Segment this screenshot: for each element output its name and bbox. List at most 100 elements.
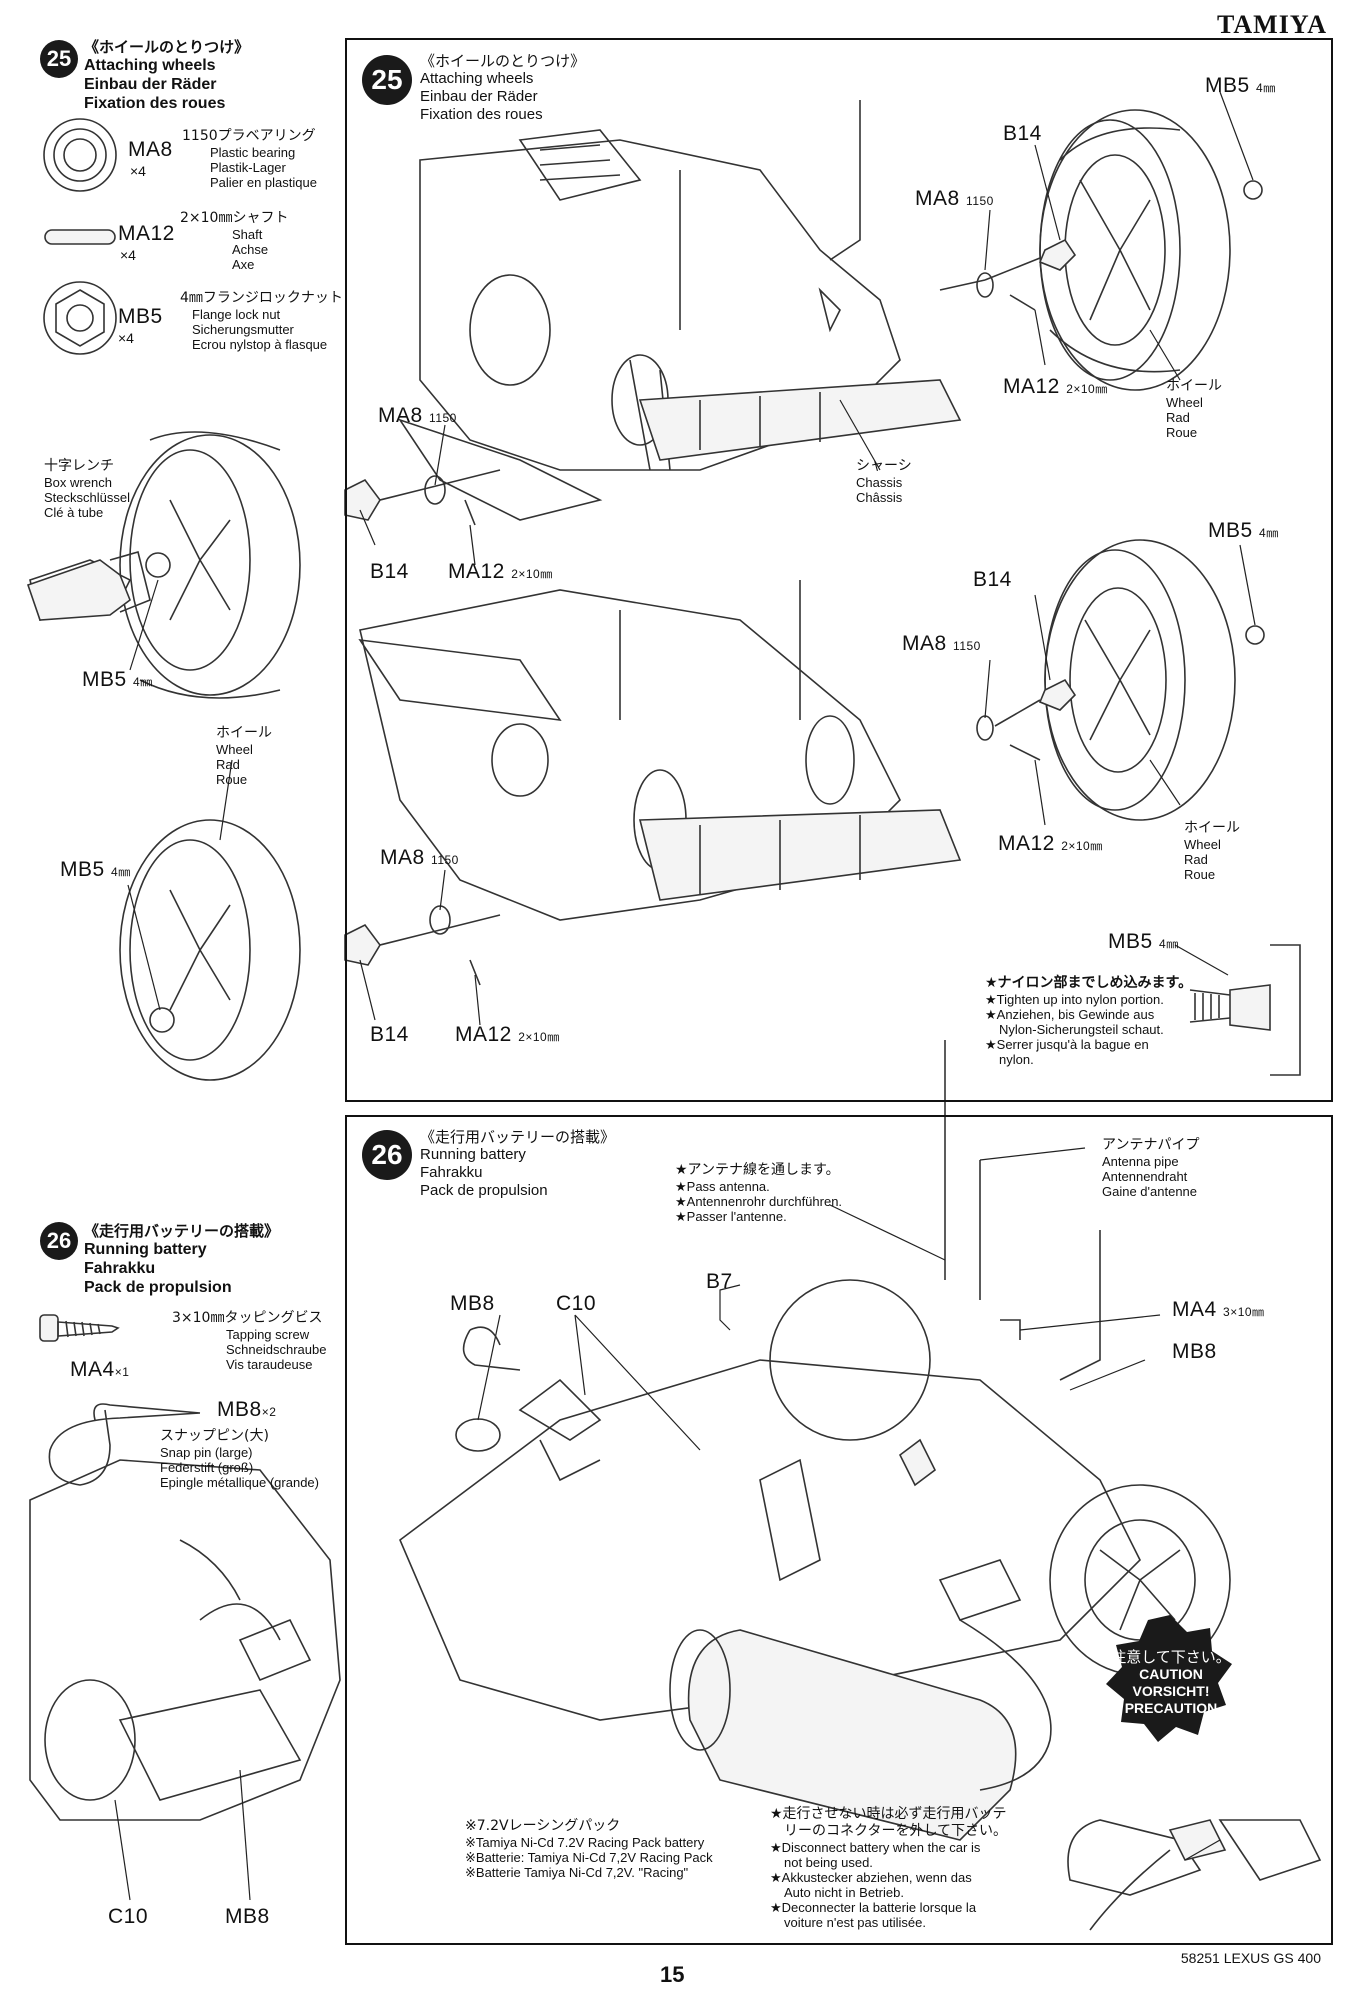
label-ma8-size: 1150 xyxy=(953,639,981,653)
wheel-label-en: Wheel xyxy=(216,742,253,757)
antenna-pipe-fr: Gaine d'antenne xyxy=(1102,1184,1198,1199)
nylon-note-de-2: Nylon-Sicherungsteil schaut. xyxy=(999,1022,1164,1037)
step-26-side-jp: 《走行用バッテリーの搭載》 xyxy=(84,1222,280,1240)
label-ma12-text: MA12 xyxy=(448,560,505,583)
battery-pack-en: ※Tamiya Ni-Cd 7.2V Racing Pack battery xyxy=(465,1835,705,1850)
disconnect-en-1: ★Disconnect battery when the car is xyxy=(770,1840,981,1855)
label-mb5-size: 4㎜ xyxy=(1159,937,1179,951)
pass-antenna-en: ★Pass antenna. xyxy=(675,1179,770,1194)
label-ma8-text: MA8 xyxy=(378,404,423,427)
step-25-main-en: Attaching wheels xyxy=(420,70,534,87)
pass-antenna-jp: ★アンテナ線を通します。 xyxy=(675,1162,840,1178)
disconnect-en-2: not being used. xyxy=(784,1855,873,1870)
hand-disconnect-drawing xyxy=(1067,1819,1322,1931)
part-ma12-en: Shaft xyxy=(232,227,263,242)
label-b14-upper-left: B14 xyxy=(370,560,409,583)
disconnect-jp-2: リーのコネクターを外して下さい。 xyxy=(784,1823,1008,1839)
caution-en: CAUTION xyxy=(1139,1666,1203,1682)
antenna-pipe-en: Antenna pipe xyxy=(1102,1154,1179,1169)
step-25-side-jp: 《ホイールのとりつけ》 xyxy=(84,38,250,56)
step-26-side-number: 26 xyxy=(40,1222,78,1260)
wheel-label-de: Rad xyxy=(1166,410,1190,425)
tapping-screw-fr: Vis taraudeuse xyxy=(226,1357,313,1372)
step-25-side-de: Einbau der Räder xyxy=(84,76,217,93)
wheel-label-fr: Roue xyxy=(1166,425,1198,440)
step-25-side-fr: Fixation des roues xyxy=(84,95,226,112)
antenna-pipe-label: アンテナパイプ Antenna pipe Antennendraht Gaine… xyxy=(1102,1137,1199,1199)
label-ma4-main: MA4 3×10㎜ xyxy=(1172,1298,1265,1322)
part-mb5-desc: 4㎜フランジロックナット Flange lock nut Sicherungsm… xyxy=(180,290,343,352)
label-ma8-text: MA8 xyxy=(380,846,425,869)
step-26-main-jp: 《走行用バッテリーの搭載》 xyxy=(420,1128,616,1146)
wheel-label-en: Wheel xyxy=(1184,837,1221,852)
disconnect-de-1: ★Akkustecker abziehen, wenn das xyxy=(770,1870,972,1885)
wheel-drawing-lower-left xyxy=(119,819,501,1081)
label-ma8-size: 1150 xyxy=(431,853,459,867)
nylon-note-jp: ★ナイロン部までしめ込みます。 xyxy=(985,975,1193,991)
caution-badge-shape xyxy=(1106,1615,1232,1742)
part-ma8-qty: ×4 xyxy=(130,163,146,179)
label-c10-detail: C10 xyxy=(108,1905,149,1928)
step-26-main-number: 26 xyxy=(362,1130,412,1180)
label-ma8-text: MA8 xyxy=(915,187,960,210)
wheel-label-fr: Roue xyxy=(216,772,248,787)
battery-pack-jp: ※7.2Vレーシングパック xyxy=(465,1818,621,1834)
tapping-screw-jp: 3×10㎜タッピングビス xyxy=(172,1310,323,1326)
label-mb5-text: MB5 xyxy=(1108,930,1153,953)
label-mb8-main: MB8 xyxy=(450,1292,495,1315)
label-ma12-size: 2×10㎜ xyxy=(511,567,553,581)
label-ma8-size: 1150 xyxy=(429,411,457,425)
nylon-note-fr-1: ★Serrer jusqu'à la bague en xyxy=(985,1037,1149,1052)
box-wrench-fr: Clé à tube xyxy=(44,505,104,520)
step-26-main-frame xyxy=(345,1115,1333,1945)
snap-pin-de: Federstift (groß) xyxy=(160,1460,254,1475)
part-ma8-jp: 1150プラベアリング xyxy=(182,128,316,144)
label-ma8-size: 1150 xyxy=(966,194,994,208)
label-ma4-text: MA4 xyxy=(1172,1298,1217,1321)
step-26-main-heading: 《走行用バッテリーの搭載》 Running battery Fahrakku P… xyxy=(420,1128,615,1200)
wheel-label-en: Wheel xyxy=(1166,395,1203,410)
part-mb5-jp: 4㎜フランジロックナット xyxy=(180,290,343,306)
antenna-pipe-de: Antennendraht xyxy=(1102,1169,1188,1184)
chassis-label: シャーシ Chassis Châssis xyxy=(856,458,912,505)
wheel-label-middle-right: ホイール Wheel Rad Roue xyxy=(1184,820,1240,882)
part-mb5-code: MB5 xyxy=(118,305,163,328)
caution-jp: 注意して下さい。 xyxy=(1111,1648,1231,1666)
step-26-main-fr: Pack de propulsion xyxy=(420,1182,548,1199)
step-25-side-number: 25 xyxy=(40,40,78,78)
part-ma8-en: Plastic bearing xyxy=(210,145,296,160)
part-mb5-qty: ×4 xyxy=(118,330,134,346)
part-ma4-text: MA4 xyxy=(70,1358,115,1381)
label-ma8-middle-right: MA8 1150 xyxy=(902,632,981,656)
wheel-label-jp: ホイール xyxy=(1166,378,1222,394)
label-b14-lower-left: B14 xyxy=(370,1023,409,1046)
part-ma12-fr: Axe xyxy=(232,257,255,272)
label-mb8-detail: MB8 xyxy=(225,1905,270,1928)
label-ma12-middle-right: MA12 2×10㎜ xyxy=(998,832,1103,856)
label-mb5-text: MB5 xyxy=(82,668,127,691)
label-mb5-left-upper: MB5 4㎜ xyxy=(82,668,153,692)
snap-pin-fr: Epingle métallique (grande) xyxy=(160,1475,319,1490)
chassis-label-fr: Châssis xyxy=(856,490,903,505)
part-ma8-code: MA8 xyxy=(128,138,173,161)
label-mb5-size: 4㎜ xyxy=(111,865,131,879)
label-mb5-text: MB5 xyxy=(1208,519,1253,542)
label-mb5-upper-right: MB5 4㎜ xyxy=(1205,74,1276,98)
snap-pin-en: Snap pin (large) xyxy=(160,1445,253,1460)
part-mb5-de: Sicherungsmutter xyxy=(192,322,294,337)
disconnect-de-2: Auto nicht in Betrieb. xyxy=(784,1885,904,1900)
part-ma12-desc: 2×10㎜シャフト Shaft Achse Axe xyxy=(180,210,288,272)
label-ma12-text: MA12 xyxy=(1003,375,1060,398)
label-ma12-text: MA12 xyxy=(455,1023,512,1046)
tapping-screw-desc: 3×10㎜タッピングビス Tapping screw Schneidschrau… xyxy=(172,1310,326,1372)
nylon-note-de-1: ★Anziehen, bis Gewinde aus xyxy=(985,1007,1155,1022)
part-mb8-text: MB8 xyxy=(217,1398,262,1421)
step-25-main-number: 25 xyxy=(362,55,412,105)
step-26-side-en: Running battery xyxy=(84,1241,207,1258)
step-26-main-en: Running battery xyxy=(420,1146,526,1163)
step-25-main-heading: 《ホイールのとりつけ》 Attaching wheels Einbau der … xyxy=(420,52,585,124)
step-26-side-fr: Pack de propulsion xyxy=(84,1279,232,1296)
chassis-label-jp: シャーシ xyxy=(856,458,912,474)
part-ma8-desc: 1150プラベアリング Plastic bearing Plastik-Lage… xyxy=(182,128,317,190)
